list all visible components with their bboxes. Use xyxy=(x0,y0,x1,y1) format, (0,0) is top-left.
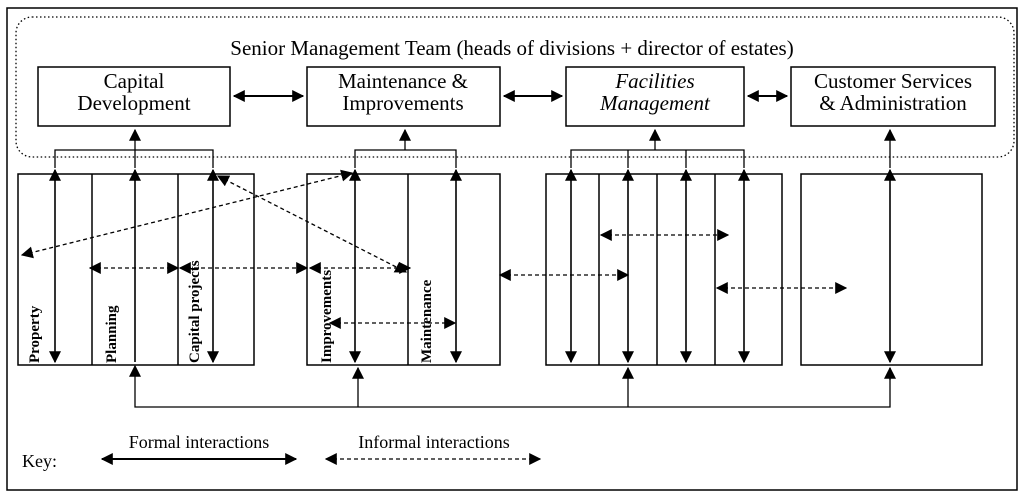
smt-container xyxy=(15,16,1015,158)
key-label: Key: xyxy=(22,451,57,471)
unit-label-capital-projects: Capital projects xyxy=(187,260,203,363)
informal-interactions xyxy=(20,169,848,329)
unit-boxes xyxy=(17,173,983,366)
division-capital-development: Capital Development xyxy=(37,66,231,127)
division-customer-line1: Customer Services xyxy=(814,69,972,93)
unit-label-improvements: Improvements xyxy=(319,270,335,363)
key: Key: Formal interactions Informal intera… xyxy=(22,432,542,471)
division-maintenance-line1: Maintenance & xyxy=(338,69,468,93)
key-formal-label: Formal interactions xyxy=(129,432,269,452)
division-maintenance-improvements: Maintenance & Improvements xyxy=(306,66,501,127)
unit-label-maintenance: Maintenance xyxy=(419,279,435,363)
division-capital-line1: Capital xyxy=(104,69,165,93)
unit-label-planning: Planning xyxy=(104,305,120,363)
division-capital-line2: Development xyxy=(77,91,190,115)
division-maintenance-line2: Improvements xyxy=(342,91,463,115)
division-customer-line2: & Administration xyxy=(819,91,967,115)
unit-formal-verticals xyxy=(49,168,896,364)
smt-title: Senior Management Team (heads of divisio… xyxy=(230,36,793,60)
division-facilities-management: Facilities Management xyxy=(565,66,745,127)
key-informal-label: Informal interactions xyxy=(358,432,509,452)
division-facilities-line1: Facilities xyxy=(614,69,694,93)
outer-frame xyxy=(6,7,1018,491)
division-facilities-line2: Management xyxy=(599,91,711,115)
unit-label-property: Property xyxy=(27,305,43,363)
bottom-formal-bus xyxy=(129,364,896,408)
division-customer-services: Customer Services & Administration xyxy=(790,66,996,127)
division-to-unit-connectors xyxy=(54,128,896,168)
